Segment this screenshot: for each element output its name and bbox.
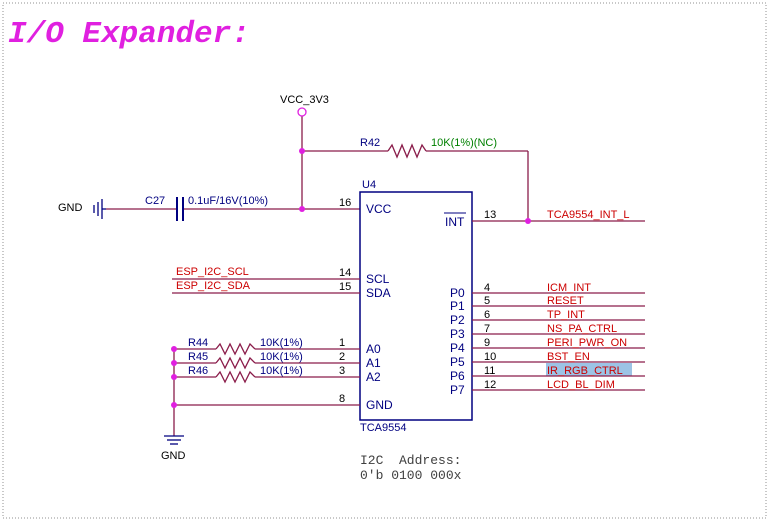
pin-name-p1: P1 (450, 299, 465, 313)
r45-value: 10K(1%) (260, 351, 303, 363)
net-sda: ESP_I2C_SDA (176, 280, 251, 292)
pin-number-4: 4 (484, 282, 490, 294)
chip-ref: U4 (362, 179, 376, 191)
pin-number-9: 9 (484, 337, 490, 349)
r46-ref: R46 (188, 365, 208, 377)
address-note-line1: I2C Address: (360, 453, 461, 468)
net-output: NS_PA_CTRL (547, 323, 617, 335)
pin-number-6: 6 (484, 309, 490, 321)
junction-dot (171, 360, 177, 366)
pin-name-a2: A2 (366, 370, 381, 384)
address-resistor-labels: R44 R45 R46 10K(1%) 10K(1%) 10K(1%) (188, 337, 303, 377)
pin-number-2: 2 (339, 351, 345, 363)
r46-value: 10K(1%) (260, 365, 303, 377)
net-output: IR_RGB_CTRL (547, 365, 623, 377)
junction-dot (299, 148, 305, 154)
r42-value: 10K(1%)(NC) (431, 137, 497, 149)
pin-name-p4: P4 (450, 341, 465, 355)
net-int: TCA9554_INT_L (547, 209, 630, 221)
vcc-symbol: VCC_3V3 (280, 94, 329, 117)
net-output: PERI_PWR_ON (547, 337, 627, 349)
junction-dot (171, 402, 177, 408)
int-pin-name: INT (445, 215, 465, 229)
pin-name-scl: SCL (366, 272, 390, 286)
pin-name-vcc: VCC (366, 202, 392, 216)
right-pins: P0 4 ICM_INT P1 5 RESET P2 6 TP_INT P3 7 NS_PA_CTRL… (450, 282, 645, 397)
vcc-network (106, 116, 529, 221)
pin-number-15: 15 (339, 281, 351, 293)
r42-ref: R42 (360, 137, 380, 149)
pin-name-p5: P5 (450, 355, 465, 369)
c27-ref: C27 (145, 195, 165, 207)
r44-ref: R44 (188, 337, 208, 349)
net-output: TP_INT (547, 309, 585, 321)
chip-part: TCA9554 (360, 422, 406, 434)
pin-name-a1: A1 (366, 356, 381, 370)
pin-number-8: 8 (339, 393, 345, 405)
pin-number-12: 12 (484, 379, 496, 391)
pin-name-sda: SDA (366, 286, 391, 300)
pin-name-p2: P2 (450, 313, 465, 327)
net-output: RESET (547, 295, 584, 307)
c27-value: 0.1uF/16V(10%) (188, 195, 268, 207)
junction-dot (171, 374, 177, 380)
pin-number-7: 7 (484, 323, 490, 335)
net-output: ICM_INT (547, 282, 591, 294)
net-highlight (546, 363, 632, 376)
sheet-title: I/O Expander: (8, 17, 250, 52)
gnd-bottom-label: GND (161, 450, 186, 462)
capacitor-c27 (176, 197, 184, 221)
pin-name-gnd: GND (366, 398, 393, 412)
junctions (171, 148, 531, 408)
int-pin-number: 13 (484, 209, 496, 221)
int-pin: INT 13 TCA9554_INT_L (444, 209, 645, 229)
net-output: BST_EN (547, 351, 590, 363)
gnd-left-symbol (93, 199, 106, 219)
pin-number-11: 11 (484, 365, 495, 377)
r45-ref: R45 (188, 351, 208, 363)
junction-dot (525, 218, 531, 224)
chip-u4-body (359, 191, 473, 421)
pin-number-10: 10 (484, 351, 496, 363)
i2c-nets: ESP_I2C_SCL ESP_I2C_SDA (172, 266, 360, 294)
gnd-left-label: GND (58, 202, 83, 214)
net-output: LCD_BL_DIM (547, 379, 615, 391)
pin-name-p6: P6 (450, 369, 465, 383)
net-scl: ESP_I2C_SCL (176, 266, 249, 278)
vcc-label: VCC_3V3 (280, 94, 329, 106)
pin-name-p7: P7 (450, 383, 465, 397)
pin-number-3: 3 (339, 365, 345, 377)
pin-name-p0: P0 (450, 286, 465, 300)
pin-number-16: 16 (339, 197, 351, 209)
junction-dot (299, 206, 305, 212)
address-note-line2: 0'b 0100 000x (360, 468, 462, 483)
pin-number-5: 5 (484, 295, 490, 307)
pin-number-1: 1 (339, 337, 345, 349)
pin-number-14: 14 (339, 267, 351, 279)
junction-dot (171, 346, 177, 352)
r44-value: 10K(1%) (260, 337, 303, 349)
pin-name-a0: A0 (366, 342, 381, 356)
gnd-bottom-symbol (164, 435, 184, 445)
pin-name-p3: P3 (450, 327, 465, 341)
